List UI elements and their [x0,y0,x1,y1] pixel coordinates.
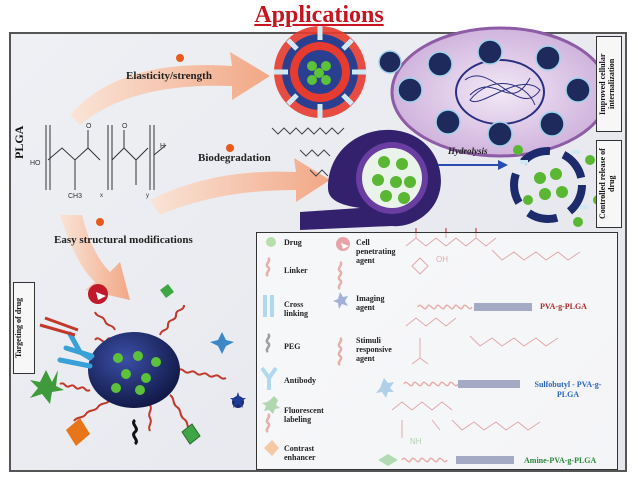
polymer-chain [271,127,345,177]
legend-linker: Linker [284,266,308,275]
svg-text:O: O [122,123,128,130]
arrow-easy-mod [60,215,130,300]
legend-imaging: Imaging agent [356,294,385,312]
legend-peg: PEG [284,342,301,351]
legend-cross: Cross linking [284,300,309,318]
controlled-label: Controlled release of drug [598,148,616,220]
legend-fluor: Fluorescent labeling [284,406,324,424]
chem-pva-g-plga: PVA-g-PLGA [540,302,587,311]
plga-label: PLGA [12,125,26,159]
page-title: Applications [254,2,384,28]
plga-structure [45,125,167,190]
arrow-biodegradation [150,158,330,215]
controlled-label-box [596,140,622,228]
micelle-rings [274,26,366,118]
biodegradation-label: Biodegradation [198,152,271,164]
controlled-release-particle [510,145,603,227]
svg-text:O: O [86,123,92,130]
legend-stimuli: Stimuli responsive agent [356,336,392,363]
rolled-particle [300,129,441,230]
svg-text:H: H [160,143,165,150]
targeting-label-box [13,282,35,374]
chem-sulfobutyl: Sulfobutyl - PVA-g-PLGA [534,380,602,399]
easy-mod-label: Easy structural modifications [54,234,193,246]
legend-drug: Drug [284,238,302,247]
svg-text:x: x [100,193,103,199]
cell-internalization [378,26,610,158]
improved-label-box [596,36,622,132]
chem-amine: Amine-PVA-g-PLGA [524,456,597,465]
svg-text:CH3: CH3 [68,193,82,200]
targeted-nanoparticle [30,284,246,446]
svg-text:y: y [146,193,149,199]
legend-antibody: Antibody [284,376,317,385]
legend-contrast: Contrast enhancer [284,444,316,462]
elasticity-label: Elasticity/strength [126,70,212,82]
hydrolysis-label: Hydrolysis [448,146,488,156]
svg-text:HO: HO [30,160,41,167]
targeting-label: Targeting of drug [14,297,23,359]
legend-cell: Cell penetrating agent [356,238,396,265]
legend-panel [256,232,618,470]
arrow-elasticity [70,52,270,125]
improved-label: Improved cellular internalization [598,53,616,115]
